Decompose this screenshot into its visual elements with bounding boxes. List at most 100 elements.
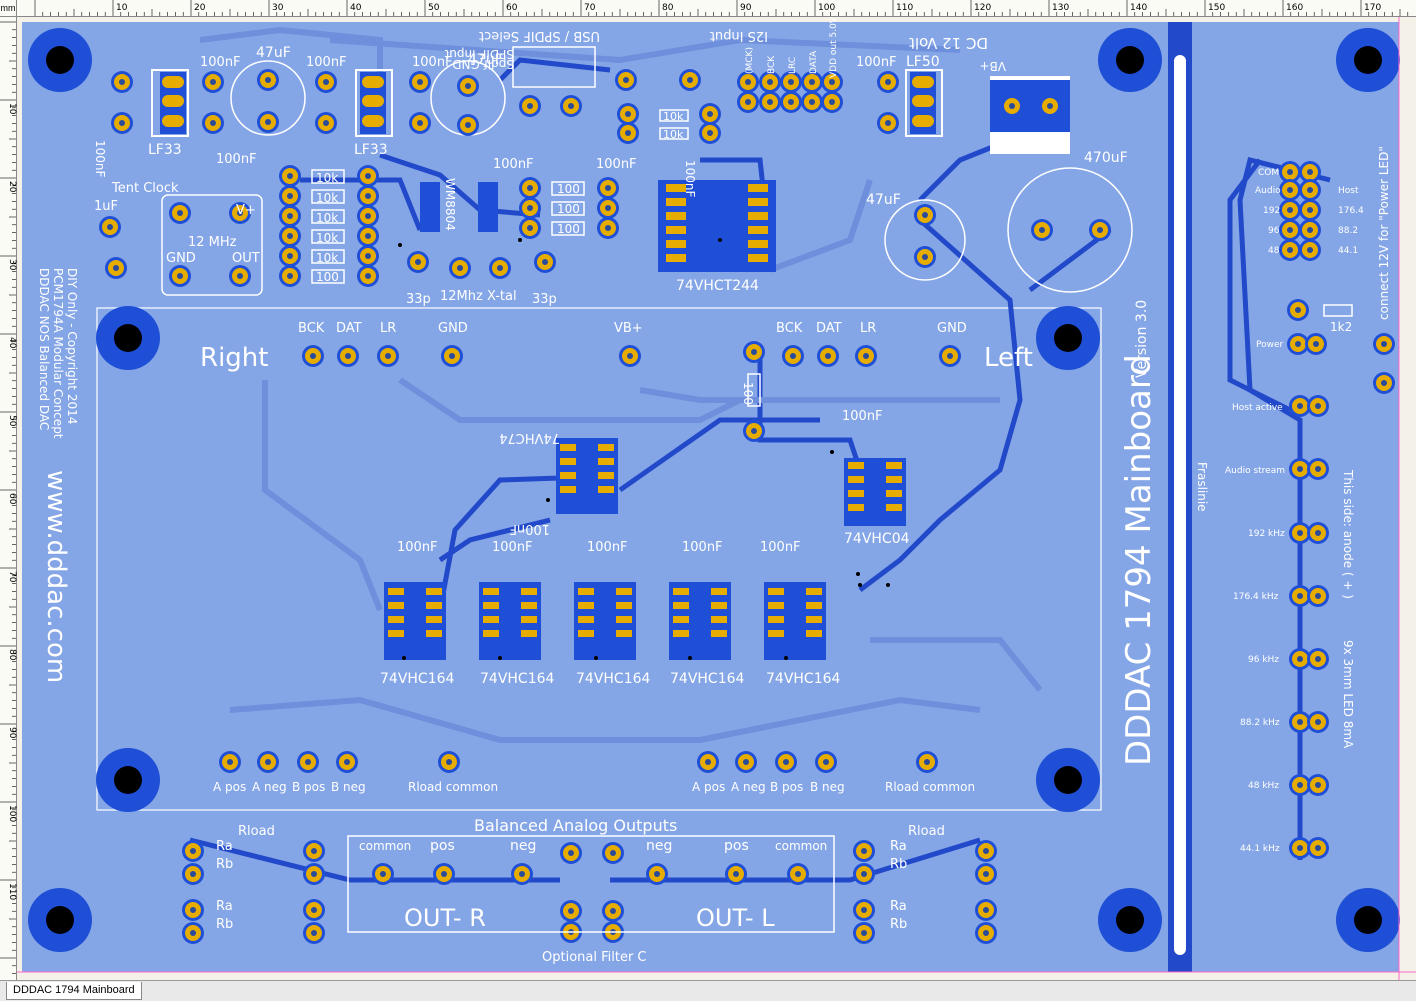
copyright-line-2: PCM1794A Modular Concept <box>51 268 65 439</box>
cap-label-100nf: 100nF <box>587 540 628 555</box>
pin-label-gnd: GND <box>438 321 468 336</box>
resistors <box>161 46 1353 933</box>
cap-label-100nf-vert: 100nF <box>93 140 107 178</box>
channel-right-label: Right <box>200 343 268 373</box>
ic-label-74vhc74: 74VHC74 <box>499 430 560 445</box>
ruler-top <box>0 0 1416 17</box>
vias <box>398 238 890 660</box>
led-header-88: 88.2 <box>1338 226 1358 236</box>
out-r-label: OUT- R <box>404 904 486 932</box>
website-label: www.dddac.com <box>41 470 71 683</box>
out-label-b-pos: B pos <box>770 780 803 794</box>
ruler-unit: mm <box>0 0 17 17</box>
pcb-canvas[interactable]: 100nF 100nF 47uF 100nF LF33 LF33 100nF 4… <box>17 17 1416 980</box>
ic-label-74vhc164: 74VHC164 <box>670 671 745 687</box>
rload-common-label: Rload common <box>885 780 975 794</box>
res-label-100: 100 <box>316 270 339 284</box>
led-header-48: 48 <box>1268 246 1280 256</box>
shift-register-ics <box>384 582 826 660</box>
cap-label-47uf: 47uF <box>256 45 291 61</box>
version-label: Version 3.0 <box>1134 300 1150 378</box>
regulators <box>151 69 943 137</box>
cap-label-100nf: 100nF <box>306 55 347 70</box>
res-label-10k: 10k <box>663 128 684 141</box>
pin-label-bck: BCK <box>298 321 325 336</box>
rb-label: Rb <box>890 857 907 872</box>
rload-label: Rload <box>238 824 275 839</box>
cap-label-100nf: 100nF <box>682 540 723 555</box>
led-note: 9x 3mm LED 8mA <box>1341 640 1355 749</box>
pin-label-dat: DAT <box>816 321 842 336</box>
res-label-10k: 10k <box>316 231 338 245</box>
pcb-board[interactable]: 100nF 100nF 47uF 100nF LF33 LF33 100nF 4… <box>17 17 1416 980</box>
cap-label-33p: 33p <box>406 292 431 307</box>
tent-clock-label: Tent Clock <box>111 181 179 196</box>
clock-gnd-label: GND <box>166 251 196 266</box>
i2s-pin-mck: (MCK) <box>745 47 755 74</box>
pin-label-vbplus: VB+ <box>614 321 643 336</box>
cap-label-47uf: 47uF <box>866 192 901 208</box>
fraslinie-label: Fraslinie <box>1195 462 1209 512</box>
cap-label-100nf: 100nF <box>760 540 801 555</box>
cap-label-100nf: 100nF <box>856 55 897 70</box>
connect-note: connect 12V for "Power LED" <box>1377 146 1391 320</box>
ic-label-74vhc164: 74VHC164 <box>480 671 555 687</box>
ruler-left <box>0 16 17 980</box>
led-row-96: 96 kHz <box>1248 655 1279 665</box>
cap-label-100nf: 100nF <box>493 157 534 172</box>
led-row-88: 88.2 kHz <box>1240 718 1280 728</box>
res-label-100: 100 <box>741 382 755 405</box>
led-header-com: COM <box>1258 168 1279 178</box>
led-header-192: 192 <box>1263 206 1280 216</box>
out-label-a-pos: A pos <box>692 780 725 794</box>
smd-ics <box>420 180 906 526</box>
led-row-176: 176.4 kHz <box>1233 592 1279 602</box>
led-row-44: 44.1 kHz <box>1240 844 1280 854</box>
cap-label-100nf: 100nF <box>492 540 533 555</box>
document-tab[interactable]: DDDAC 1794 Mainboard <box>6 982 142 1000</box>
mounting-holes <box>28 28 1400 952</box>
ic-label-74vhc164: 74VHC164 <box>576 671 651 687</box>
cap-label-100nf: 100nF <box>596 157 637 172</box>
regulator-label-lf33: LF33 <box>354 142 388 158</box>
res-label-100: 100 <box>557 222 580 236</box>
cap-label-100nf: 100nF <box>200 55 241 70</box>
cap-label-33p: 33p <box>532 292 557 307</box>
i2s-pin-data: DATA <box>809 50 819 74</box>
cap-label-1uf: 1uF <box>94 199 118 214</box>
pos-label: pos <box>724 838 749 854</box>
ic-label-74vhc04: 74VHC04 <box>844 531 910 547</box>
cap-label-100nf: 100nF <box>412 55 453 70</box>
rb-label: Rb <box>216 857 233 872</box>
out-l-label: OUT- L <box>696 904 775 932</box>
board-title: DDDAC 1794 Mainboard <box>1119 354 1159 766</box>
regulator-label-lf50: LF50 <box>906 54 940 70</box>
cap-label-47uf: 47uF <box>468 52 503 68</box>
neg-label: neg <box>510 838 536 854</box>
i2s-pin-vdd: VDD out 5.0V <box>829 17 839 78</box>
i2s-input-label: I2S Input <box>710 28 768 43</box>
status-bar: DDDAC 1794 Mainboard <box>0 980 1416 1001</box>
neg-label: neg <box>646 838 672 854</box>
pin-label-lr: LR <box>860 321 876 336</box>
wm8804-label: WM8804 <box>443 178 457 231</box>
clock-freq-label: 12 MHz <box>188 235 237 250</box>
cap-label-100nf: 100nF <box>509 521 550 536</box>
res-label-10k: 10k <box>663 110 684 123</box>
out-label-b-pos: B pos <box>292 780 325 794</box>
ra-label: Ra <box>216 899 233 914</box>
out-label-a-pos: A pos <box>213 780 246 794</box>
pin-label-bck: BCK <box>776 321 803 336</box>
cap-label-100nf: 100nF <box>397 540 438 555</box>
balanced-outputs-label: Balanced Analog Outputs <box>474 816 677 835</box>
common-label: common <box>775 839 827 853</box>
clock-vplus-label: V+ <box>236 203 256 218</box>
ic-label-74vhct244: 74VHCT244 <box>676 278 759 294</box>
led-row-audio-stream: Audio stream <box>1225 466 1285 476</box>
led-row-48: 48 kHz <box>1248 781 1279 791</box>
out-label-a-neg: A neg <box>731 780 766 794</box>
pos-label: pos <box>430 838 455 854</box>
ic-label-74vhc164: 74VHC164 <box>380 671 455 687</box>
res-label-1k2: 1k2 <box>1330 320 1352 334</box>
i2s-pin-labels: (MCK) BCK LRC DATA VDD out 5.0V <box>745 17 839 78</box>
